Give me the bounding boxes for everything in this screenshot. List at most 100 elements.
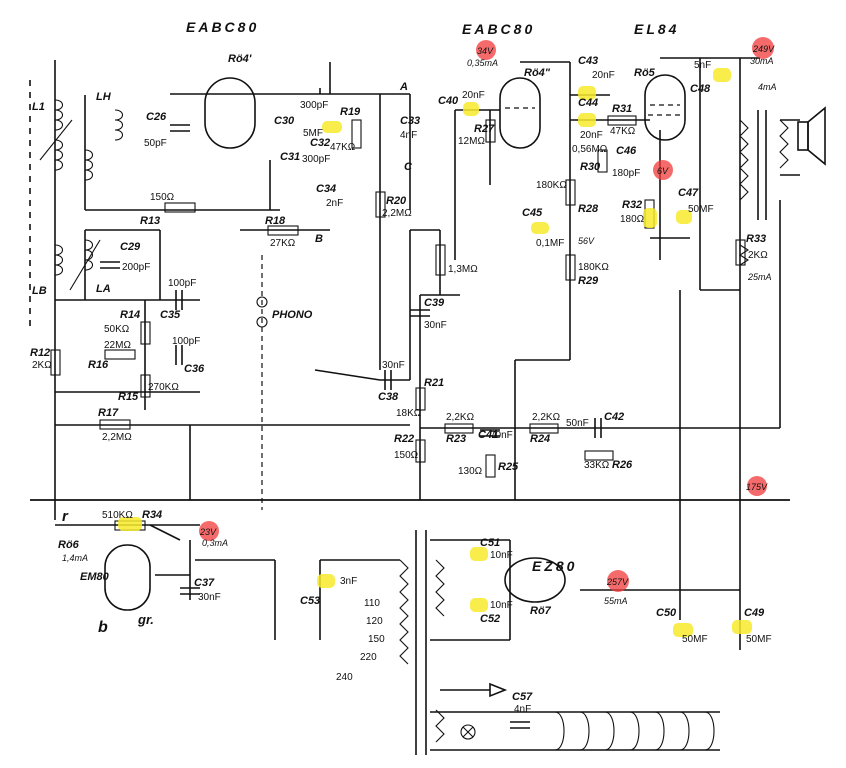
label-r13: R13 [140,215,160,227]
current-14ma: 1,4mA [62,553,88,563]
handwriting-gr: gr. [137,612,154,627]
label-l1: L1 [32,101,45,113]
label-r16: R16 [88,359,109,371]
value-c37: 30nF [198,592,221,603]
mains-taps: 110 120 150 220 240 [336,598,385,683]
label-r25: R25 [498,461,519,473]
value-c29: 200pF [122,262,150,273]
value-r17: 2,2MΩ [102,432,132,443]
capacitor-highlights [118,68,752,637]
handwriting-b: b [98,619,108,636]
component-labels: C26 50pF 300pF C30 C32 5MF C31 300pF R19… [30,55,772,715]
value-c46: 180pF [612,168,640,179]
tube-title-em80: EM80 [80,571,110,583]
value-c48: 5nF [694,60,711,71]
value-r32: 180Ω [620,214,645,225]
voltage-249v: 249V [752,44,775,54]
heater-chain [460,711,715,751]
value-c31: 300pF [302,154,330,165]
value-r29: 180KΩ [578,262,609,273]
label-phono: PHONO [272,309,313,321]
value-c52: 10nF [490,600,513,611]
capacitors [100,124,602,729]
value-r24: 2,2KΩ [532,412,561,423]
value-c38: 30nF [382,360,405,371]
label-c34: C34 [316,183,336,195]
current-25ma: 25mA [747,272,772,282]
label-r12: R12 [30,347,50,359]
value-c32: 5MF [303,128,323,139]
value-c39: 30nF [424,320,447,331]
resistors [50,115,746,531]
label-c45: C45 [522,207,543,219]
label-r24: R24 [530,433,550,445]
label-r14: R14 [120,309,140,321]
value-r23: 2,2KΩ [446,412,475,423]
label-c52: C52 [480,613,500,625]
current-30ma: 30mA [750,56,774,66]
label-c42: C42 [604,411,624,423]
value-r18: 27KΩ [270,238,296,249]
voltage-6v: 6V [657,166,669,176]
value-c35: 100pF [168,278,196,289]
value-r27: 12MΩ [458,136,485,147]
label-c39: C39 [424,297,445,309]
label-r33: R33 [746,233,766,245]
label-r23: R23 [446,433,466,445]
label-c35: C35 [160,309,181,321]
value-r28: 180KΩ [536,180,567,191]
label-c44: C44 [578,97,598,109]
value-c44: 20nF [580,130,603,141]
node-a: A [399,81,408,93]
voltage-56v: 56V [578,236,595,246]
value-pot: 1,3MΩ [448,264,478,275]
current-55ma: 55mA [604,596,628,606]
node-b: B [315,233,323,245]
value-r22: 150Ω [394,450,419,461]
value-r21: 18KΩ [396,408,422,419]
node-r: r [62,508,69,525]
label-r29: R29 [578,275,599,287]
value-c43: 20nF [592,70,615,81]
label-r34: R34 [142,509,162,521]
label-r26: R26 [612,459,633,471]
voltage-23v: 23V [199,527,217,537]
label-ro7: Rö7 [530,605,552,617]
value-c34: 2nF [326,198,343,209]
value-r15: 270KΩ [148,382,179,393]
value-c36: 100pF [172,336,200,347]
node-c: C [404,161,413,173]
label-c40: C40 [438,95,459,107]
tuning-coils [39,99,124,291]
label-ro4a: Rö4' [228,53,252,65]
phono-socket [256,255,268,510]
value-r13: 150Ω [150,192,175,203]
label-lb: LB [32,285,47,297]
tube-title-eabc80-right: EABC80 [462,21,535,37]
mains-tap-110: 110 [364,598,380,609]
value-r31: 47KΩ [610,126,636,137]
label-la: LA [96,283,111,295]
value-c47: 50MF [688,204,714,215]
value-c40: 20nF [462,90,485,101]
label-c26: C26 [146,111,167,123]
value-r34: 510KΩ [102,510,133,521]
value-c41: 70nF [490,430,513,441]
label-c43: C43 [578,55,598,67]
voltage-highlights [199,37,774,592]
current-034ma: 0,35mA [467,58,498,68]
output-transformer [738,106,826,266]
voltage-257v: 257V [606,577,629,587]
label-c47: C47 [678,187,699,199]
value-r12: 2KΩ [32,360,52,371]
voltage-34v: 34V [477,46,494,56]
mains-tap-220: 220 [360,652,377,663]
current-03ma: 0,3mA [202,538,228,548]
label-c48: C48 [690,83,711,95]
value-r20: 2,2MΩ [382,208,412,219]
label-r31: R31 [612,103,632,115]
label-c29: C29 [120,241,141,253]
mains-tap-240: 240 [336,672,353,683]
value-c45: 0,1MF [536,238,564,249]
